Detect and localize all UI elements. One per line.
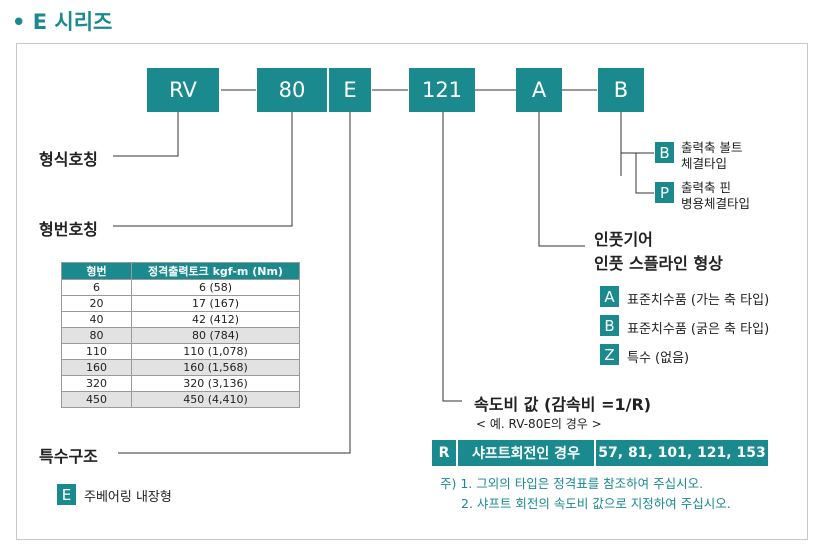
code-box-output: B	[598, 68, 644, 112]
input-option-b-code: B	[600, 315, 619, 336]
table-cell: 160	[61, 359, 132, 376]
table-cell: 80	[61, 327, 132, 344]
output-option-p-code: P	[655, 182, 674, 203]
table-header-torque: 정격출력토크 kgf-m (Nm)	[131, 262, 300, 280]
table-cell: 450	[61, 391, 132, 408]
output-option-b-line1: 출력축 볼트	[681, 140, 743, 155]
special-structure-label: 특수구조	[39, 447, 98, 466]
frame-no-label: 형번호칭	[39, 220, 98, 239]
output-option-p-text: 출력축 핀 병용체결타입	[681, 180, 750, 212]
output-option-b-text: 출력축 볼트 체결타입	[681, 140, 742, 172]
input-gear-label: 인풋기어	[594, 230, 653, 249]
code-box-input: A	[516, 68, 562, 112]
speed-ratio-label: 속도비 값 (감속비 =1/R)	[474, 395, 652, 414]
table-header-frame: 형번	[61, 262, 132, 280]
footnotes: 주) 1. 그외의 타입은 정격표를 참조하여 주십시오. 2. 샤프트 회전의…	[440, 474, 731, 514]
series-heading: • E 시리즈	[12, 10, 113, 34]
footnote-2: 2. 샤프트 회전의 속도비 값으로 지정하여 주십시오.	[461, 496, 731, 511]
table-cell: 110 (1,078)	[131, 343, 300, 360]
table-cell: 17 (167)	[131, 295, 300, 312]
table-cell: 450 (4,410)	[131, 391, 300, 408]
code-box-frame: 80	[257, 68, 327, 112]
model-name-label: 형식호칭	[39, 150, 98, 169]
ratio-bar-values: 57, 81, 101, 121, 153	[596, 440, 768, 466]
speed-ratio-example: < 예. RV-80E의 경우 >	[476, 417, 602, 431]
input-option-z-text: 특수 (없음)	[627, 351, 690, 366]
code-box-ratio: 121	[409, 68, 475, 112]
ratio-bar-label: 샤프트회전인 경우	[458, 440, 594, 466]
code-box-e: E	[329, 68, 371, 112]
input-option-a-text: 표준치수품 (가는 축 타입)	[627, 293, 770, 308]
table-cell: 320	[61, 375, 132, 392]
footnote-1: 주) 1. 그외의 타입은 정격표를 참조하여 주십시오.	[440, 476, 704, 491]
table-cell: 160 (1,568)	[131, 359, 300, 376]
input-spline-label: 인풋 스플라인 형상	[594, 254, 723, 273]
output-option-b-line2: 체결타입	[681, 156, 728, 171]
table-cell: 42 (412)	[131, 311, 300, 328]
output-option-b-code: B	[655, 142, 674, 163]
table-cell: 6 (58)	[131, 279, 300, 296]
table-cell: 320 (3,136)	[131, 375, 300, 392]
ratio-bar-code: R	[432, 440, 456, 466]
output-option-p-line1: 출력축 핀	[681, 180, 731, 195]
table-cell: 80 (784)	[131, 327, 300, 344]
table-cell: 40	[61, 311, 132, 328]
table-cell: 20	[61, 295, 132, 312]
input-option-a-code: A	[600, 286, 619, 307]
output-option-p-line2: 병용체결타입	[681, 196, 751, 211]
table-cell: 6	[61, 279, 132, 296]
diagram-frame	[16, 43, 808, 540]
special-option-text: 주베어링 내장형	[84, 490, 172, 505]
input-option-b-text: 표준치수품 (굵은 축 타입)	[627, 322, 770, 337]
special-option-code: E	[57, 484, 76, 505]
input-option-z-code: Z	[600, 344, 619, 365]
ratio-bar: R 샤프트회전인 경우 57, 81, 101, 121, 153	[432, 440, 768, 466]
table-cell: 110	[61, 343, 132, 360]
code-box-rv: RV	[147, 68, 219, 112]
